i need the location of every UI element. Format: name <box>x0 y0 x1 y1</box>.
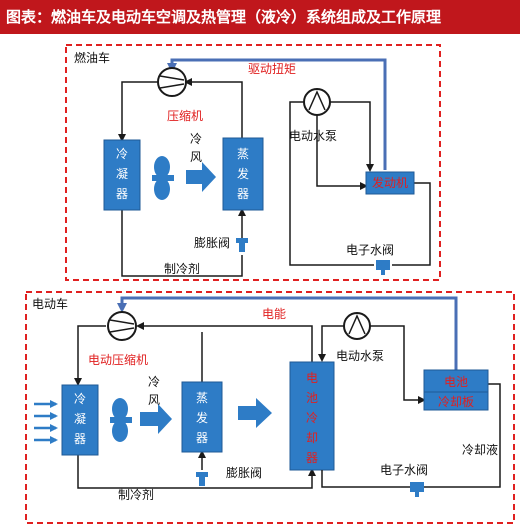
ev-expansion-valve-icon <box>196 472 208 486</box>
coolant-label: 冷却液 <box>462 442 498 457</box>
ev-evaporator-char-1: 蒸 <box>196 391 208 405</box>
ev-refrigerant-line-3 <box>198 468 316 489</box>
ev-expansion-valve-label: 膨胀阀 <box>226 466 262 480</box>
cold-plate-box <box>423 391 489 411</box>
coolant-line-1 <box>316 110 368 190</box>
ev-condenser-char-2: 凝 <box>74 411 86 426</box>
ev-evaporator-box <box>181 381 223 453</box>
ev-evaporator-char-3: 器 <box>196 431 208 445</box>
electronic-valve-label: 电子水阀 <box>346 243 394 257</box>
ev-compressor-icon <box>107 311 137 341</box>
fuel-car-panel <box>65 44 441 281</box>
battery-cooler-char-5: 器 <box>306 451 318 465</box>
compressor-icon <box>157 67 187 97</box>
ev-condenser-char-1: 冷 <box>74 392 86 406</box>
ev-refrigerant-line-6 <box>136 322 313 362</box>
compressor-label: 压缩机 <box>167 108 203 123</box>
cold-wind-char-2: 风 <box>190 150 202 164</box>
ev-electronic-valve-icon <box>410 482 424 497</box>
evaporator-char-3: 器 <box>237 187 249 201</box>
ev-condenser-char-3: 器 <box>74 432 86 446</box>
evaporator-char-2: 发 <box>237 166 249 181</box>
engine-label: 发动机 <box>372 175 408 190</box>
page-title: 图表：燃油车及电动车空调及热管理（液冷）系统组成及工作原理 <box>0 0 520 34</box>
ev-coolant-line-4 <box>321 470 410 488</box>
ev-water-pump-icon <box>343 312 371 340</box>
refrigerant-line-4 <box>184 78 243 138</box>
ev-coolant-line-3 <box>424 383 501 488</box>
coolant-line-3 <box>392 182 431 266</box>
drive-torque-link <box>167 58 387 170</box>
ev-label: 电动车 <box>32 296 68 311</box>
ev-refrigerant-label: 制冷剂 <box>118 487 154 502</box>
expansion-valve-icon <box>236 238 248 252</box>
battery-cooler-box <box>289 361 335 471</box>
ev-compressor-label: 电动压缩机 <box>88 352 148 367</box>
electric-energy-label: 电能 <box>262 307 286 321</box>
water-pump-label: 电动水泵 <box>289 129 337 143</box>
condenser-box <box>103 139 141 211</box>
ev-fan-icon <box>110 398 132 442</box>
ev-condenser-box <box>61 384 99 456</box>
coolant-line-4 <box>289 101 374 266</box>
ev-air-flow-arrow-icon <box>140 404 172 434</box>
drive-torque-label: 驱动扭矩 <box>248 62 296 76</box>
evaporator-box <box>222 137 264 211</box>
refrigerant-line-1 <box>118 81 160 142</box>
water-pump-icon <box>303 88 331 116</box>
evaporator-char-1: 蒸 <box>237 147 249 161</box>
battery-cooler-char-3: 冷 <box>306 411 318 425</box>
ev-cold-wind-char-1: 冷 <box>148 375 160 389</box>
cold-plate-label: 冷却板 <box>438 395 474 409</box>
condenser-char-2: 凝 <box>116 166 128 181</box>
battery-cooler-char-4: 却 <box>306 431 318 445</box>
electronic-valve-icon <box>376 260 390 275</box>
battery-label: 电池 <box>444 375 468 389</box>
ev-coolant-line-1 <box>318 325 344 362</box>
ev-heat-flow-arrow-icon <box>238 398 272 428</box>
cold-wind-char-1: 冷 <box>190 132 202 146</box>
ev-cold-wind-char-2: 风 <box>148 393 160 407</box>
air-flow-arrow-icon <box>186 162 216 192</box>
fan-icon <box>152 156 174 200</box>
engine-box <box>365 171 415 195</box>
ev-refrigerant-line-1 <box>74 325 106 386</box>
coolant-line-2 <box>330 101 374 172</box>
expansion-valve-label: 膨胀阀 <box>194 236 230 250</box>
battery-cooler-char-2: 池 <box>306 391 318 405</box>
ev-water-pump-label: 电动水泵 <box>336 349 384 363</box>
condenser-char-1: 冷 <box>116 147 128 161</box>
ev-electronic-valve-label: 电子水阀 <box>380 463 428 477</box>
refrigerant-line-2 <box>121 210 243 277</box>
ev-evaporator-char-2: 发 <box>196 410 208 425</box>
electric-energy-link <box>117 296 458 370</box>
ev-refrigerant-line-2 <box>77 455 198 489</box>
condenser-char-3: 器 <box>116 187 128 201</box>
fuel-car-label: 燃油车 <box>74 50 110 65</box>
ev-panel <box>25 291 515 524</box>
air-inlet-arrows-icon <box>34 400 58 444</box>
ev-coolant-line-2 <box>370 325 426 404</box>
battery-cooler-char-1: 电 <box>306 371 318 385</box>
refrigerant-label: 制冷剂 <box>164 261 200 276</box>
